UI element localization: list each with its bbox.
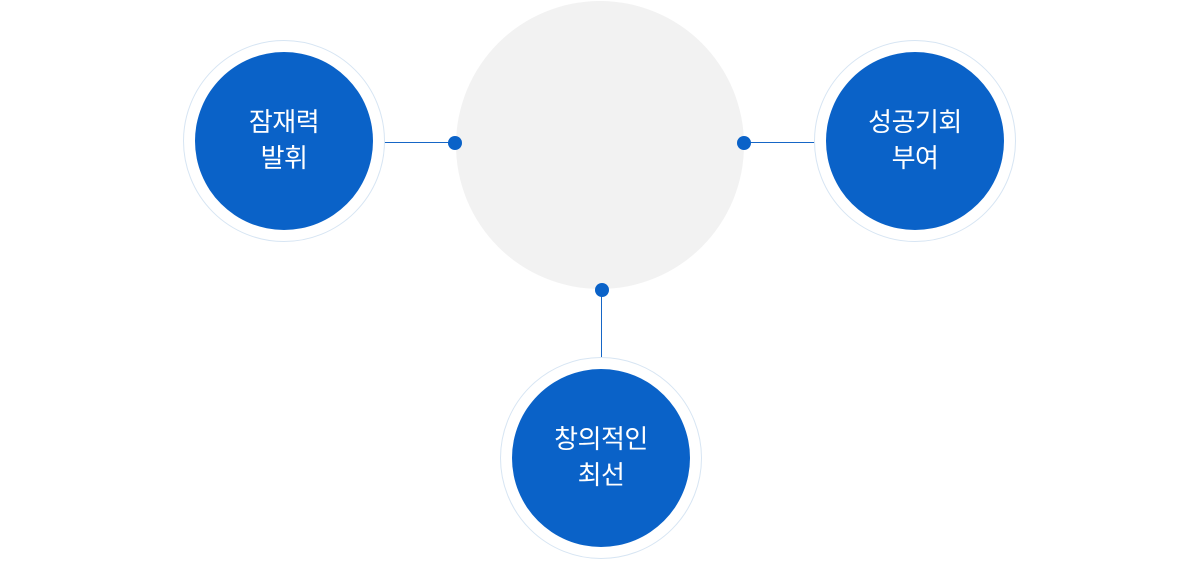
- node-label: 창의적인 최선: [554, 425, 648, 491]
- connector-dot-bottom: [595, 283, 609, 297]
- connector-line-bottom: [601, 290, 602, 368]
- node-success-opportunity: 성공기회 부여: [826, 52, 1004, 230]
- node-creative-best: 창의적인 최선: [512, 369, 690, 547]
- node-label: 성공기회 부여: [868, 108, 962, 174]
- connector-line-left: [373, 142, 456, 143]
- connector-line-right: [744, 142, 826, 143]
- connector-dot-right: [737, 136, 751, 150]
- node-label: 잠재력 발휘: [248, 108, 320, 174]
- connector-dot-left: [448, 136, 462, 150]
- center-circle: [456, 1, 744, 289]
- node-potential: 잠재력 발휘: [195, 52, 373, 230]
